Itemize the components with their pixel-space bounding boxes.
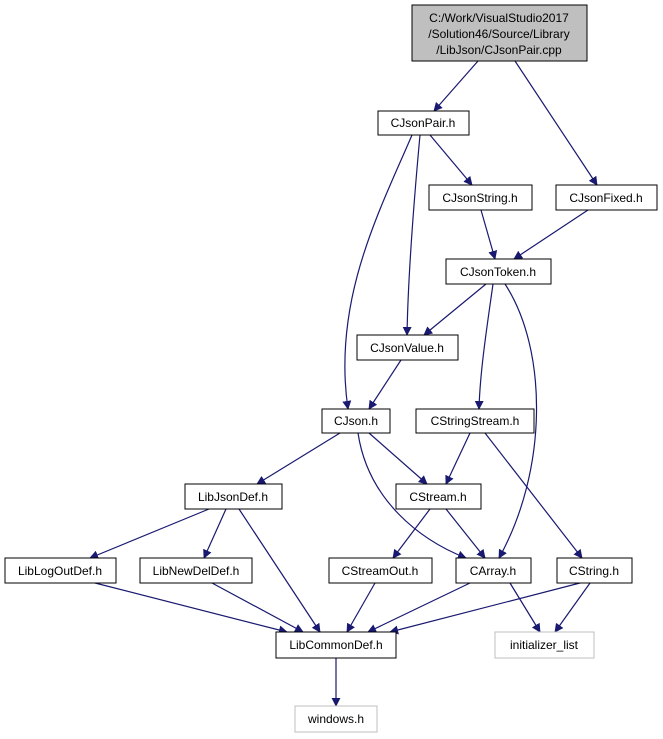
node-cjsonfixed-h[interactable]: CJsonFixed.h — [555, 184, 658, 211]
edge-cjsontoken-to-cstringstream — [474, 283, 494, 410]
edge-cjson-to-libjsondef — [256, 432, 341, 485]
edge-cjsonstring-to-cjsontoken — [480, 209, 498, 260]
node-label: CString.h — [569, 564, 619, 578]
node-label: CJsonPair.h — [391, 116, 456, 130]
node-cstreamout-h[interactable]: CStreamOut.h — [328, 557, 433, 584]
node-label: LibLogOutDef.h — [18, 564, 102, 578]
edge-cstringstream-to-cstream — [445, 432, 471, 485]
root-label-line-3: /LibJson/CJsonPair.cpp — [436, 43, 562, 57]
node-libjsondef-h[interactable]: LibJsonDef.h — [184, 483, 283, 510]
edge-cstream-to-cstreamout — [392, 508, 431, 559]
node-cjsontoken-h[interactable]: CJsonToken.h — [445, 258, 552, 285]
edge-cjsonpair-to-cjsonstring — [429, 134, 473, 186]
node-label: CJsonFixed.h — [569, 191, 642, 205]
node-carray-h[interactable]: CArray.h — [455, 557, 532, 584]
edge-carray-to-libcommondef — [367, 582, 471, 633]
node-liblogoutdef-h[interactable]: LibLogOutDef.h — [4, 557, 117, 584]
edge-libjsondef-to-liblogoutdef — [89, 508, 210, 560]
edge-cjsonfixed-to-cjsontoken — [513, 209, 589, 260]
edge-libjsondef-to-libcommondef — [238, 508, 321, 633]
edge-cjsonpair-to-cjson — [342, 134, 413, 410]
node-label: LibJsonDef.h — [198, 490, 268, 504]
node-label: CStreamOut.h — [342, 564, 419, 578]
edge-cjson-to-cstream — [368, 432, 428, 485]
node-cstringstream-h[interactable]: CStringStream.h — [415, 408, 535, 434]
node-label: CJson.h — [334, 414, 378, 428]
node-root-cjsonpair-cpp[interactable]: C:/Work/VisualStudio2017 /Solution46/Sou… — [411, 4, 588, 62]
node-label: windows.h — [307, 712, 364, 726]
root-label-line-2: /Solution46/Source/Library — [428, 27, 569, 41]
edge-root-to-cjsonpair — [433, 60, 479, 112]
node-label: CJsonString.h — [442, 191, 517, 205]
edge-cstreamout-to-libcommondef — [346, 582, 376, 633]
edge-libnewdeldef-to-libcommondef — [211, 582, 304, 633]
edge-cjson-to-carray — [357, 432, 467, 560]
root-label-line-1: C:/Work/VisualStudio2017 — [429, 11, 569, 25]
edge-liblogoutdef-to-libcommondef — [94, 582, 288, 635]
edge-cstream-to-carray — [445, 508, 486, 559]
node-cstring-h[interactable]: CString.h — [556, 557, 633, 584]
node-cjsonpair-h[interactable]: CJsonPair.h — [377, 110, 470, 136]
node-cjsonvalue-h[interactable]: CJsonValue.h — [356, 334, 459, 361]
node-label: CStringStream.h — [431, 414, 520, 428]
node-cjson-h[interactable]: CJson.h — [321, 408, 391, 434]
edge-cjsontoken-to-cjsonvalue — [423, 283, 487, 336]
node-cjsonstring-h[interactable]: CJsonString.h — [428, 184, 533, 211]
edge-carray-to-initializer-list — [509, 582, 541, 633]
node-label: LibCommonDef.h — [289, 638, 382, 652]
node-libcommondef-h[interactable]: LibCommonDef.h — [275, 631, 397, 659]
node-label: LibNewDelDef.h — [153, 564, 240, 578]
node-label: initializer_list — [510, 638, 579, 652]
node-initializer-list[interactable]: initializer_list — [494, 631, 595, 659]
node-cstream-h[interactable]: CStream.h — [395, 483, 482, 510]
edge-root-to-cjsonfixed — [514, 60, 598, 186]
edge-cjsonvalue-to-cjson — [368, 359, 402, 410]
edge-cstring-to-initializer-list — [554, 582, 591, 633]
edge-cjsontoken-to-carray — [498, 283, 538, 559]
edge-cstringstream-to-cstring — [484, 432, 583, 559]
edge-cjsonpair-to-cjsonvalue — [402, 134, 421, 336]
node-label: CArray.h — [470, 564, 516, 578]
edge-libjsondef-to-libnewdeldef — [203, 508, 227, 559]
edge-cstring-to-libcommondef — [389, 582, 581, 635]
node-libnewdeldef-h[interactable]: LibNewDelDef.h — [139, 557, 253, 584]
node-windows-h[interactable]: windows.h — [294, 705, 378, 733]
node-label: CJsonToken.h — [460, 265, 536, 279]
node-label: CStream.h — [409, 490, 466, 504]
node-label: CJsonValue.h — [370, 341, 444, 355]
